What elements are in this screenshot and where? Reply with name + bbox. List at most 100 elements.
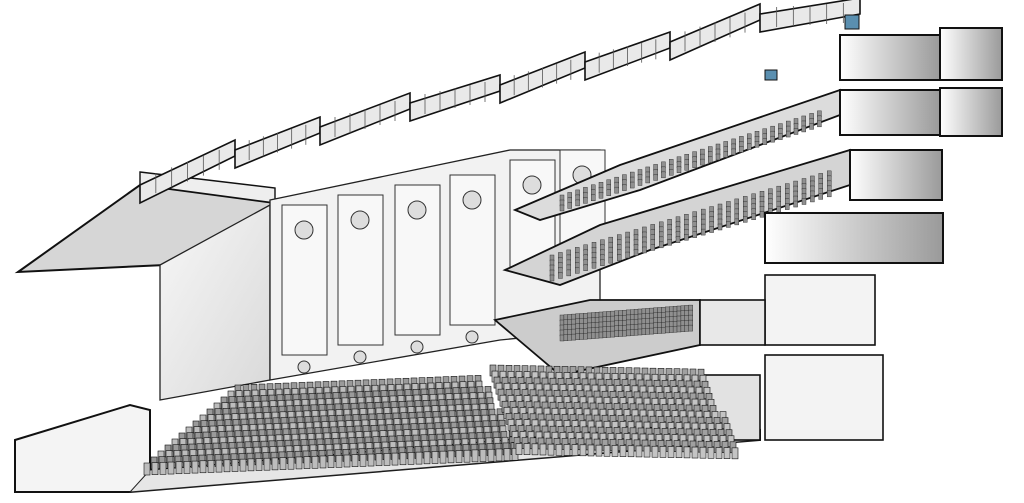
seat: [667, 239, 672, 246]
seat: [661, 327, 666, 334]
seat: [455, 450, 463, 463]
seat: [439, 450, 447, 464]
seat: [583, 197, 588, 204]
panel-ornament: [462, 190, 482, 210]
room: [849, 149, 943, 201]
seat: [239, 458, 247, 472]
seat: [231, 459, 239, 472]
seat: [676, 166, 682, 173]
room: [699, 299, 766, 346]
room: [839, 89, 941, 136]
seat: [643, 445, 651, 458]
seat: [591, 332, 596, 339]
seat: [407, 452, 415, 465]
seat: [669, 169, 674, 176]
seat: [707, 447, 715, 459]
seat: [645, 176, 650, 184]
seat: [175, 461, 183, 475]
seat: [367, 453, 375, 467]
panel-lamp: [353, 350, 367, 364]
room: [764, 212, 944, 264]
seat: [653, 174, 658, 181]
seat: [684, 325, 689, 332]
seat: [818, 193, 823, 200]
seat: [715, 153, 721, 161]
seat: [598, 331, 604, 339]
room: [764, 354, 884, 441]
seat: [672, 326, 678, 333]
seat: [669, 326, 674, 333]
seat: [391, 452, 399, 466]
seat: [279, 457, 287, 470]
seat: [555, 444, 563, 456]
seat: [630, 329, 635, 336]
seat: [587, 444, 595, 457]
panel-ornament: [522, 175, 542, 195]
seat: [603, 444, 611, 457]
seat: [617, 254, 622, 261]
seat: [619, 445, 627, 457]
room: [939, 87, 1003, 137]
seat: [684, 163, 689, 171]
seat: [626, 329, 631, 337]
seat: [594, 332, 600, 339]
seat: [351, 454, 359, 467]
seat: [479, 449, 487, 462]
seat: [608, 256, 613, 264]
seat: [295, 456, 303, 470]
seat: [431, 451, 439, 464]
seat: [675, 446, 683, 459]
seat: [751, 213, 756, 221]
seat: [359, 454, 367, 467]
seat: [809, 123, 814, 130]
seat: [463, 449, 471, 463]
seat: [675, 236, 681, 243]
seat: [618, 330, 623, 337]
seat: [447, 450, 455, 464]
seat: [287, 456, 295, 470]
seat: [515, 443, 523, 455]
seat: [223, 459, 231, 473]
wall-panels: [281, 149, 606, 374]
seat: [645, 328, 650, 335]
seat: [743, 216, 748, 223]
seat: [653, 327, 658, 334]
seat: [399, 452, 407, 466]
seat: [579, 333, 584, 340]
seat: [591, 262, 597, 269]
seat: [595, 444, 603, 457]
seat: [575, 333, 580, 340]
seat: [641, 328, 647, 335]
seat: [785, 203, 790, 210]
room: [939, 27, 1003, 81]
seat: [657, 327, 662, 334]
seat: [503, 448, 511, 461]
seat: [495, 448, 503, 462]
seat: [622, 184, 627, 191]
seat: [715, 447, 723, 459]
seat: [567, 334, 572, 341]
seat: [327, 455, 335, 468]
seat: [558, 272, 563, 279]
panel-ornament: [407, 200, 427, 220]
seat: [747, 143, 752, 151]
seat: [487, 448, 495, 462]
seat: [659, 446, 667, 458]
seat: [649, 327, 654, 335]
seat: [731, 447, 739, 460]
seat: [723, 447, 731, 459]
seat: [754, 141, 760, 148]
seat: [786, 130, 791, 138]
seat: [622, 330, 627, 337]
seat: [651, 445, 659, 458]
seat: [415, 451, 423, 465]
seat: [167, 461, 175, 475]
seat: [151, 462, 159, 475]
seat: [598, 192, 604, 199]
seat: [375, 453, 383, 467]
seat: [762, 138, 767, 145]
seat: [571, 333, 576, 341]
orchestra-seating: [143, 364, 739, 476]
seat: [827, 190, 832, 198]
